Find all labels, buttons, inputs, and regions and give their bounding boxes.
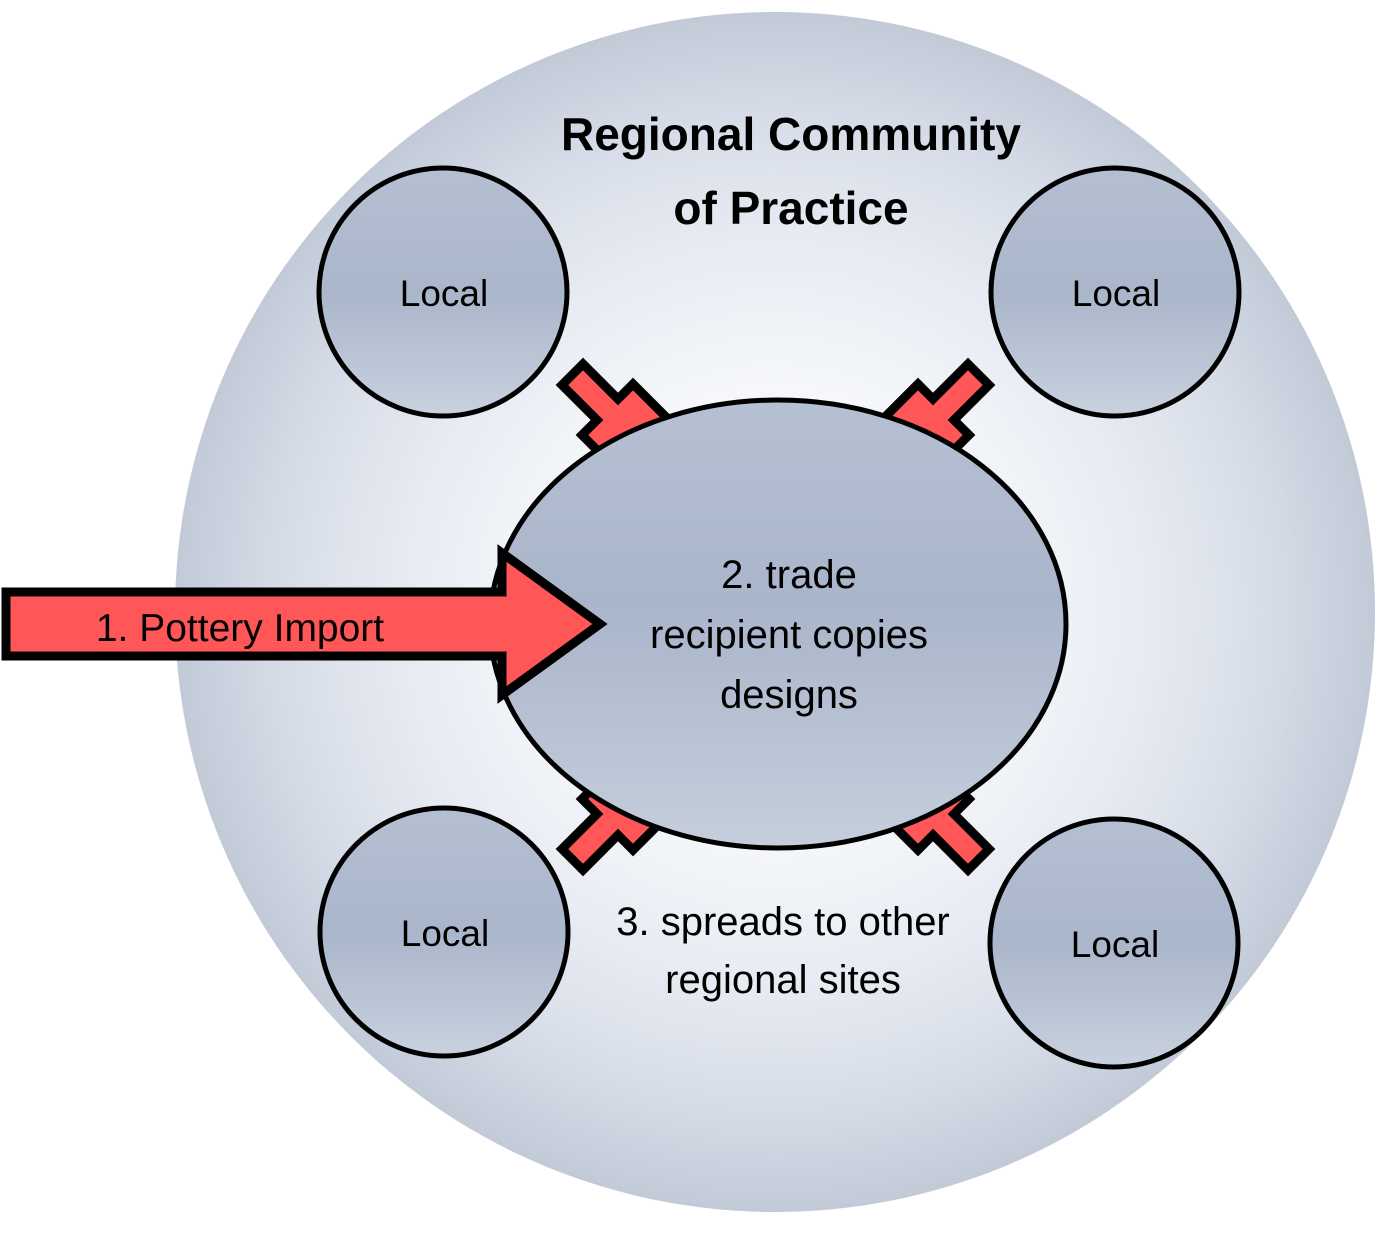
local-node-top-right-label: Local bbox=[1072, 273, 1160, 314]
page-title-line-1: Regional Community bbox=[561, 108, 1021, 160]
local-node-top-left-label: Local bbox=[400, 273, 488, 314]
local-node-bottom-right bbox=[987, 816, 1241, 1070]
local-node-top-left bbox=[316, 165, 570, 419]
local-node-bottom-left-label: Local bbox=[401, 913, 489, 954]
local-node-bottom-right-label: Local bbox=[1071, 924, 1159, 965]
spread-caption-line-2: regional sites bbox=[665, 958, 901, 1002]
pottery-import-arrow bbox=[1, 544, 608, 704]
local-node-top-right bbox=[988, 165, 1242, 419]
local-node-bottom-left bbox=[317, 805, 571, 1059]
spread-caption-line-1: 3. spreads to other bbox=[616, 900, 950, 944]
center-node-label-line-2: recipient copies bbox=[650, 613, 928, 657]
center-node-label-line-1: 2. trade bbox=[721, 553, 857, 597]
center-node-label-line-3: designs bbox=[720, 673, 858, 717]
page-title-line-2: of Practice bbox=[673, 182, 908, 234]
pottery-import-arrow-label: 1. Pottery Import bbox=[96, 607, 384, 650]
